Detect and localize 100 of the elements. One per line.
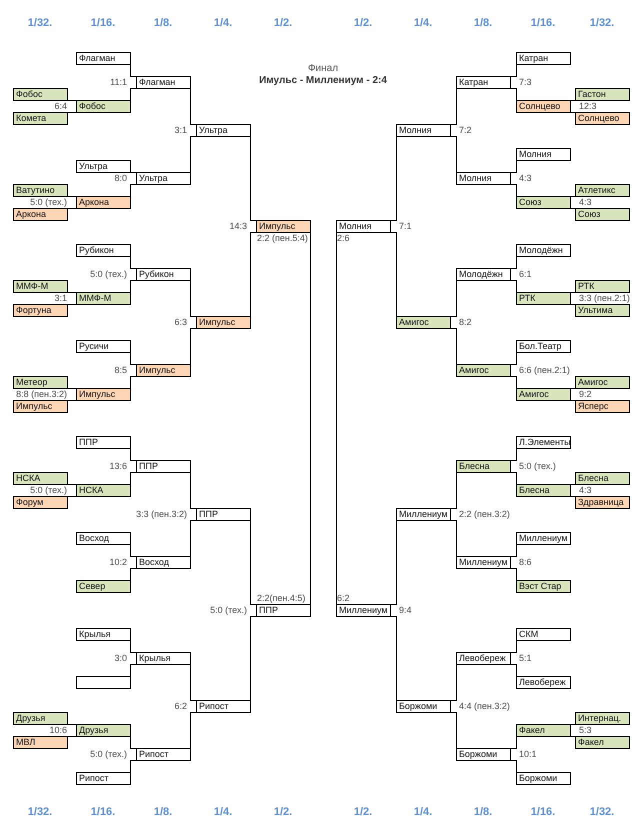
team-name: Комета [16, 113, 46, 123]
bracket-line [130, 448, 137, 461]
team-box [13, 88, 68, 101]
team-name: Импульс [16, 401, 52, 411]
team-box [13, 208, 68, 221]
round-label: 1/16. [90, 17, 116, 30]
round-label: 1/4. [414, 806, 432, 819]
match-score: 8:8 (пен.3:2) [16, 389, 67, 400]
team-box [76, 292, 131, 305]
team-name: Ясперс [578, 401, 608, 411]
team-box [13, 736, 68, 749]
team-name: ППР [259, 605, 278, 615]
team-box [76, 160, 131, 173]
round-label: 1/32. [590, 806, 614, 819]
bracket-line [450, 328, 457, 365]
team-name: Солнцево [578, 113, 620, 123]
round-label: 1/4. [214, 17, 232, 30]
team-box [336, 604, 391, 617]
team-name: Здравница [578, 497, 624, 507]
team-name: Ультима [578, 305, 613, 315]
match-score: 5:0 (тех.) [519, 461, 556, 472]
team-box [456, 268, 511, 281]
team-name: Боржоми [459, 749, 498, 759]
bracket-line [450, 472, 457, 509]
team-box [76, 532, 131, 545]
bracket-line [190, 712, 197, 749]
team-box [136, 652, 191, 665]
team-box [456, 748, 511, 761]
team-name: МВЛ [16, 737, 36, 747]
bracket-line [190, 328, 197, 365]
match-score: 5:3 [579, 725, 592, 736]
team-name: Импульс [79, 389, 116, 399]
bracket-line [190, 472, 197, 509]
team-name: Л.Элементы [519, 437, 571, 447]
bracket-line [250, 136, 257, 221]
team-name: Солнцево [519, 101, 560, 111]
team-box [456, 652, 511, 665]
match-score: 6:1 [519, 269, 532, 280]
round-label: 1/2. [354, 806, 372, 819]
team-name: Север [79, 581, 106, 591]
match-score: 4:4 (пен.3:2) [459, 701, 510, 712]
bracket-line [510, 64, 517, 77]
team-box [76, 52, 131, 65]
team-name: Крылья [139, 653, 171, 663]
round-label: 1/16. [90, 806, 116, 819]
team-box [575, 712, 630, 725]
round-label: 1/4. [414, 17, 432, 30]
round-label: 1/16. [530, 806, 556, 819]
bracket-line [510, 88, 517, 101]
team-box [76, 484, 131, 497]
team-box [516, 676, 571, 689]
team-name: НСКА [16, 473, 40, 483]
match-score: 2:2(пен.4:5) [257, 593, 306, 604]
bracket-line [130, 568, 137, 581]
team-box [516, 244, 571, 257]
team-box [516, 484, 571, 497]
match-score: 10:1 [519, 749, 537, 760]
team-box [575, 736, 630, 749]
match-score: 14:3 [229, 221, 247, 232]
bracket-line [130, 760, 137, 773]
bracket-line [130, 184, 137, 197]
bracket-line [510, 568, 517, 581]
team-box [76, 340, 131, 353]
match-score: 10:6 [49, 725, 67, 736]
team-name: Крылья [79, 629, 111, 639]
team-name: Фобос [79, 101, 106, 111]
team-box [136, 172, 191, 185]
team-name: Амигос [459, 365, 489, 375]
team-name: Импульс [259, 221, 296, 231]
team-box [76, 436, 131, 449]
match-score: 6:6 (пен.2:1) [519, 365, 570, 376]
team-name: Амигос [578, 377, 608, 387]
match-score: 6:4 [54, 101, 67, 112]
team-box [76, 676, 131, 689]
team-name: Катран [459, 77, 488, 87]
team-box [575, 112, 630, 125]
match-score: 4:3 [579, 485, 592, 496]
team-box [136, 76, 191, 89]
bracket-line [450, 712, 457, 749]
bracket-line [510, 640, 517, 653]
match-score: 8:0 [114, 173, 127, 184]
match-score: 8:2 [459, 317, 472, 328]
team-name: Импульс [199, 317, 236, 327]
bracket-line [130, 664, 137, 677]
round-label: 1/4. [214, 806, 232, 819]
bracket-line [130, 736, 137, 749]
team-name: ППР [199, 509, 218, 519]
match-score: 7:1 [399, 221, 412, 232]
team-name: СКМ [519, 629, 538, 639]
bracket-line [390, 232, 397, 317]
round-label: 1/2. [354, 17, 372, 30]
team-name: Союз [578, 209, 600, 219]
match-score: 7:3 [519, 77, 532, 88]
team-name: Молодёжн [519, 245, 563, 255]
team-name: Фобос [16, 89, 43, 99]
team-name: Молния [459, 173, 492, 183]
team-name: Ультра [79, 161, 108, 171]
bracket-line [510, 160, 517, 173]
team-box [396, 316, 451, 329]
team-box [76, 580, 131, 593]
